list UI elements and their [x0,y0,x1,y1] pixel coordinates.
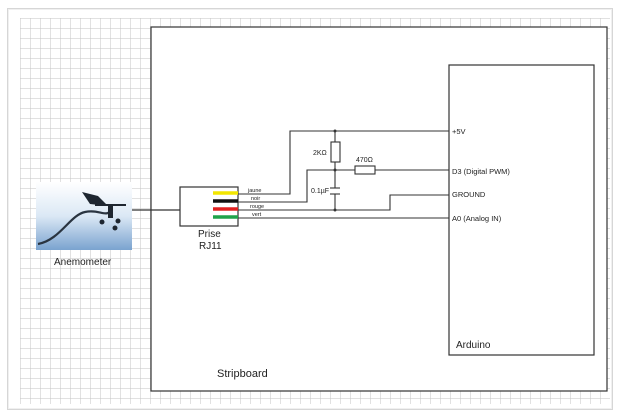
trace-d3 [238,169,335,203]
capacitor-0-1uf[interactable] [330,187,340,195]
junction-dot [333,168,337,172]
resistor-2k-label: 2KΩ [313,150,327,157]
pin-a0-label: A0 (Analog IN) [452,214,502,223]
wire-label-jaune: jaune [247,188,261,194]
junction-dot [333,129,337,133]
traces [238,130,449,219]
wire-label-noir: noir [251,196,260,202]
resistor-2k[interactable] [330,141,341,163]
anemometer-image[interactable] [36,182,132,250]
rj11-label-line2: RJ11 [199,241,222,252]
junction-dot [333,208,337,212]
pin-d3-label: D3 (Digital PWM) [452,167,510,176]
resistor-470[interactable] [354,165,376,175]
trace-5v [238,130,449,195]
wire-label-rouge: rouge [250,204,264,210]
stripboard-label: Stripboard [217,368,268,380]
pin-gnd-label: GROUND [452,190,486,199]
arduino-label: Arduino [456,340,491,351]
rj11-label-line1: Prise [198,229,221,240]
anemometer-label: Anemometer [54,257,112,268]
arduino-block[interactable] [448,64,595,356]
resistor-470-label: 470Ω [356,157,373,164]
wire-label-vert: vert [252,212,262,218]
pin-5v-label: +5V [452,127,466,136]
capacitor-label: 0.1µF [311,188,329,195]
trace-gnd [238,194,449,211]
